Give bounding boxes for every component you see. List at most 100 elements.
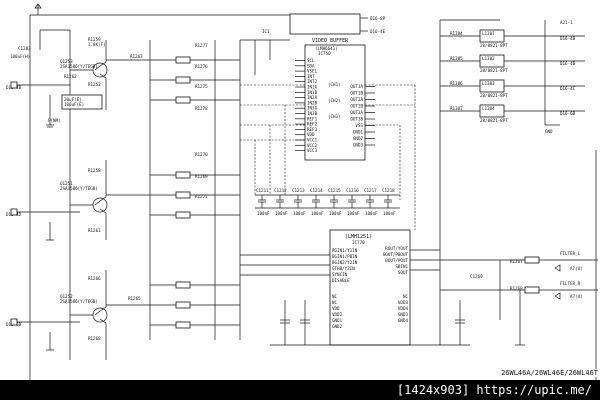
r1271-label: R1271 xyxy=(195,194,208,199)
vbuf-ch3: (CH3) xyxy=(328,114,341,119)
amp-pin-r2-4: GND4 xyxy=(398,318,409,323)
filter-l-label: FILTER_L xyxy=(560,251,581,256)
c1269-label: C1269 xyxy=(470,274,483,279)
amp-ic: (LMH1251) IC770 RGIN1/Y1INBGIN1/PBINBGIN… xyxy=(240,125,441,346)
amp-pin-mid-4: GND1 xyxy=(332,318,343,323)
c1283-value: 100uF(H) xyxy=(10,54,30,59)
cap-value-4: 100nF xyxy=(329,211,342,216)
input-top-port xyxy=(10,81,18,89)
footer-bar xyxy=(0,380,600,400)
r1269-label: R1269 xyxy=(195,174,208,179)
r1265-label: R1265 xyxy=(128,296,141,301)
cap-label-7: C1218 xyxy=(382,188,395,193)
cap-label-3: C1214 xyxy=(310,188,323,193)
amp-pin-r2-2: VDD4 xyxy=(398,306,409,311)
amp-pin-r2-1: VDD3 xyxy=(398,300,409,305)
bottom-caps xyxy=(270,300,470,346)
amp-pin-r2-3: GND3 xyxy=(398,312,409,317)
capacitor-row: C1211100nFC1212100nFC1213100nFC1214100nF… xyxy=(255,188,400,216)
vbuf-pin-left-14: VDD xyxy=(307,132,315,137)
amp-pin-right-1: GOUT/PBOUT xyxy=(383,252,409,257)
vbuf-pin-left-5: IN1A xyxy=(307,85,318,90)
cap-label-5: C1216 xyxy=(346,188,359,193)
vbuf-pin-left-1: SDA xyxy=(307,63,315,68)
top-net1: D16-8P xyxy=(370,16,386,21)
svg-text:20uF(E): 20uF(E) xyxy=(64,97,82,102)
footer-text: [1424x903] https://upic.me/ xyxy=(396,383,592,397)
cap-value-1: 100nF xyxy=(275,211,288,216)
vbuf-pin-left-15: VCC1 xyxy=(307,138,318,143)
r1275-label: R1275 xyxy=(195,84,208,89)
vbuf-pin-left-12: REF2 xyxy=(307,122,318,127)
buffer-dashed-bus xyxy=(240,84,416,230)
amp-pin-mid-1: NC xyxy=(332,300,338,305)
amp-pin-right-4: SOUT xyxy=(398,270,409,275)
r1262-label: R1262 xyxy=(64,74,77,79)
vbuf-pin-left-9: IN3A xyxy=(307,106,318,111)
amp-pins-left: RGIN1/Y1INBGIN1/PBINBGIN2/Y2INGTHB/Y2INS… xyxy=(332,248,358,283)
right-bot-r-1: R1267 xyxy=(510,259,523,264)
coil-label-1: L1302 xyxy=(482,56,495,61)
filter-r-label: FILTER_R xyxy=(560,281,581,286)
amp-pin-left-5: DISABLE xyxy=(332,278,350,283)
vbuf-pin-right-6: VSS xyxy=(355,123,363,128)
amp-title: (LMH1251) xyxy=(345,234,372,240)
coil-part-1: 28/0821-8PT xyxy=(480,68,508,73)
amp-pin-mid-5: GND2 xyxy=(332,324,343,329)
coil-part-0: 28/0821-8PT xyxy=(480,43,508,48)
vbuf-pin-left-6: IN1B xyxy=(307,90,318,95)
amp-pin-left-1: BGIN1/PBIN xyxy=(332,254,358,259)
input-bot-port xyxy=(10,318,18,326)
top-ic-label: IC1 xyxy=(262,29,270,34)
vbuf-pin-right-2: OUT2A xyxy=(350,97,363,102)
r1263-label: R1263 xyxy=(130,54,143,59)
cap-label-0: C1211 xyxy=(256,188,269,193)
coil-net-3: D16-6B xyxy=(560,111,576,116)
vbuf-pin-right-9: GND3 xyxy=(353,143,364,148)
r1278-label: R1278 xyxy=(195,106,208,111)
cap-value-6: 100nF xyxy=(365,211,378,216)
cap-value-7: 100nF xyxy=(383,211,396,216)
left-rails xyxy=(12,3,290,380)
gnd-label: GND xyxy=(545,129,553,134)
amp-pin-right-2: BOUT/POUT xyxy=(385,258,408,263)
q1253-label: Q1253 xyxy=(60,59,73,64)
vbuf-pin-left-3: INT xyxy=(307,74,315,79)
r1276-label: R1276 xyxy=(195,64,208,69)
cap-value-3: 100nF xyxy=(311,211,324,216)
cap-value-0: 100nF xyxy=(257,211,270,216)
vbuf-pin-right-1: OUT1B xyxy=(350,91,363,96)
vbuf-pin-right-7: GND1 xyxy=(353,130,364,135)
coil-part-3: 28/0821-8PT xyxy=(480,118,508,123)
vbuf-pin-left-17: VCC3 xyxy=(307,148,318,153)
coil-r-3: R1387 xyxy=(450,106,463,111)
q1252-label: Q1252 xyxy=(60,294,73,299)
vbuf-ch1: (CH1) xyxy=(328,82,341,87)
coil-r-1: R1385 xyxy=(450,56,463,61)
vbuf-pin-left-0: SCL xyxy=(307,58,315,63)
right-bot-r-2: R1268 xyxy=(510,286,523,291)
cap-value-5: 100nF xyxy=(347,211,360,216)
vbuf-pin-right-4: OUT3A xyxy=(350,110,363,115)
vbuf-pin-left-11: REF1 xyxy=(307,116,318,121)
stage-top: C1283 100uF(H) Q1253 2SA1586(Y/TEGB) R12… xyxy=(10,37,150,123)
stage-mid: Q1251 2SA1586(Y/TEGB) R1258 R1261 xyxy=(60,160,150,240)
vbuf-pin-left-16: VCC2 xyxy=(307,143,318,148)
vbuf-pin-right-0: OUT1A xyxy=(350,84,363,89)
model-label: 26WL46A/26WL46E/26WL46T xyxy=(501,369,598,377)
amp-pin-left-4: SYNCIN xyxy=(332,272,348,277)
amp-pin-left-0: RGIN1/Y1IN xyxy=(332,248,358,253)
input-mid-port xyxy=(10,208,18,216)
vbuf-pins-right: OUT1AOUT1BOUT2AOUT2BOUT3AOUT3BVSSGND1GND… xyxy=(350,84,375,148)
coil-net-1: D16-4B xyxy=(560,61,576,66)
cap-value-2: 100nF xyxy=(293,211,306,216)
top-net2: D16-4E xyxy=(370,29,386,34)
video-buffer-ic: VIDEO BUFFER (LMH6641) IC750 (CH1) (CH2)… xyxy=(295,38,375,161)
amp-pin-right-3: SBIN1 xyxy=(395,264,408,269)
right-bot-net-1: A7(U) xyxy=(570,266,583,271)
svg-text:100uF(E): 100uF(E) xyxy=(64,102,84,107)
coil-r-0: R1384 xyxy=(450,31,463,36)
vbuf-pin-right-3: OUT2B xyxy=(350,104,363,109)
vbuf-pin-left-8: IN2B xyxy=(307,100,318,105)
